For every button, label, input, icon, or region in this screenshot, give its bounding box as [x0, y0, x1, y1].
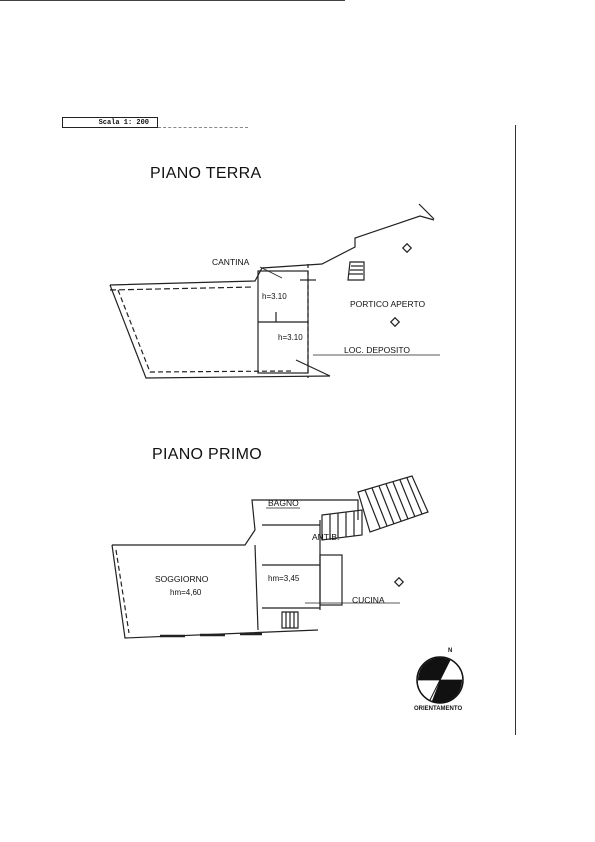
height-label-cantina-2: h=3.10: [278, 333, 303, 342]
antibagno-label: ANTIB.: [312, 532, 340, 542]
corridor-height-label: hm=3,45: [268, 574, 300, 583]
orientation-caption: ORIENTAMENTO: [414, 706, 463, 712]
soggiorno-label: SOGGIORNO: [155, 574, 209, 584]
cantina-label: CANTINA: [212, 257, 250, 267]
height-label-cantina-1: h=3.10: [262, 292, 287, 301]
ground-floor-outline: [109, 203, 440, 379]
first-floor-outline: [111, 475, 429, 639]
north-label: N: [448, 648, 453, 654]
ground-floor-title: PIANO TERRA: [150, 165, 262, 182]
deposito-label: LOC. DEPOSITO: [344, 345, 410, 355]
top-border-line: [0, 0, 345, 1]
scale-label: Scala 1: 200: [62, 117, 158, 128]
bagno-label: BAGNO: [268, 498, 299, 508]
right-border-line: [515, 125, 516, 735]
portico-label: PORTICO APERTO: [350, 299, 426, 309]
cucina-label: CUCINA: [352, 595, 385, 605]
first-floor-title: PIANO PRIMO: [152, 446, 262, 463]
north-arrow-icon: [416, 656, 464, 704]
soggiorno-height-label: hm=4,60: [170, 588, 202, 597]
scale-underline: [158, 127, 248, 128]
